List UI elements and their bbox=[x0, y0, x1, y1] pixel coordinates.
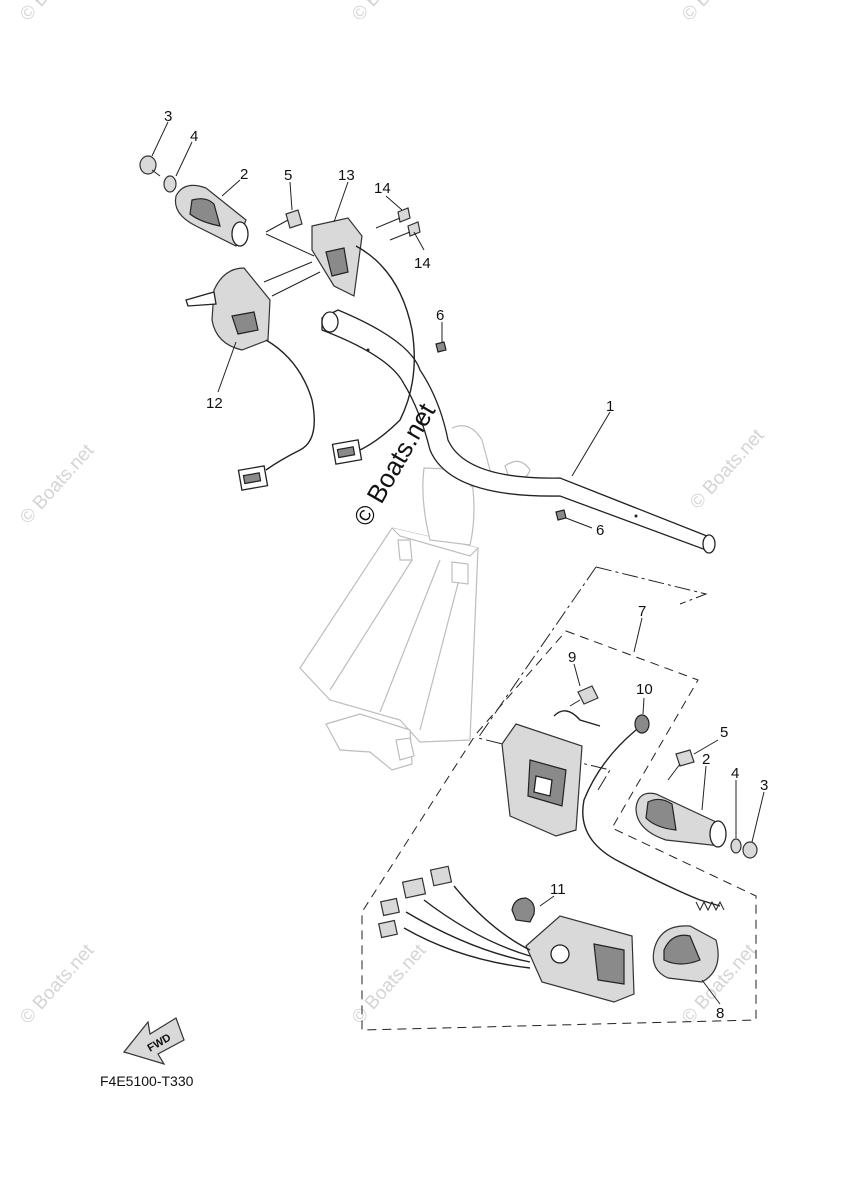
callout-9: 9 bbox=[568, 649, 576, 666]
left-connector-b bbox=[331, 439, 363, 465]
main-switch-box bbox=[525, 915, 635, 1003]
bolt-14-lower bbox=[389, 221, 421, 241]
callout-6-lower: 6 bbox=[596, 522, 604, 539]
lanyard-cord bbox=[582, 729, 721, 907]
left-switch-housing bbox=[185, 267, 271, 351]
callout-14-upper: 14 bbox=[374, 180, 391, 197]
grommet-10 bbox=[634, 714, 650, 734]
steering-column bbox=[299, 425, 531, 771]
left-connector-a bbox=[237, 465, 269, 491]
left-washer-4 bbox=[163, 175, 177, 193]
watermark-top-right: © Boats.net bbox=[678, 0, 761, 25]
callout-4-right: 4 bbox=[731, 765, 739, 782]
callout-12: 12 bbox=[206, 395, 223, 412]
watermark-mid-left: © Boats.net bbox=[16, 440, 99, 529]
callout-4-left: 4 bbox=[190, 128, 198, 145]
right-switch-housing bbox=[501, 723, 583, 837]
diagram-code: F4E5100-T330 bbox=[100, 1073, 194, 1089]
callout-labels: 3 4 2 5 13 14 14 6 12 1 6 7 9 10 5 2 4 3… bbox=[164, 108, 768, 1022]
bolt-5-right bbox=[667, 749, 695, 781]
handlebar bbox=[321, 309, 716, 554]
callout-5-left: 5 bbox=[284, 167, 292, 184]
lanyard-key-8 bbox=[652, 925, 719, 983]
callout-11: 11 bbox=[550, 881, 566, 898]
right-screw-3 bbox=[742, 841, 758, 859]
callout-7: 7 bbox=[638, 603, 646, 620]
callout-10: 10 bbox=[636, 681, 653, 698]
callout-14-lower: 14 bbox=[414, 255, 431, 272]
assembly-7-outline bbox=[361, 630, 757, 1031]
callout-2-right: 2 bbox=[702, 751, 710, 768]
switch-connectors bbox=[378, 865, 453, 939]
left-grip bbox=[174, 184, 249, 247]
leader-lines bbox=[151, 121, 765, 1005]
right-switch-lever bbox=[553, 710, 601, 727]
left-wire-a bbox=[265, 339, 315, 471]
watermark-bottom-center: © Boats.net bbox=[348, 940, 431, 1029]
right-washer-4 bbox=[730, 838, 742, 854]
clamp-13 bbox=[311, 217, 363, 297]
fwd-arrow: FWD bbox=[122, 1017, 185, 1066]
callout-3-right: 3 bbox=[760, 777, 768, 794]
left-wire-b bbox=[355, 245, 415, 451]
callout-5-right: 5 bbox=[720, 724, 728, 741]
callout-3-left: 3 bbox=[164, 108, 172, 125]
screw-9 bbox=[569, 685, 599, 707]
watermark-top-center: © Boats.net bbox=[348, 0, 431, 25]
watermarks: © Boats.net © Boats.net © Boats.net © Bo… bbox=[16, 0, 769, 1028]
screw-6-lower bbox=[555, 509, 567, 521]
watermark-mid-right: © Boats.net bbox=[686, 425, 769, 514]
callout-2-left: 2 bbox=[240, 166, 248, 183]
left-screw-3 bbox=[139, 155, 161, 177]
lanyard-coil bbox=[695, 900, 725, 912]
right-grip bbox=[635, 792, 727, 848]
bolt-5-left bbox=[265, 209, 303, 233]
callout-8: 8 bbox=[716, 1005, 724, 1022]
switch-wires bbox=[403, 885, 531, 969]
screw-6-upper bbox=[435, 341, 447, 353]
callout-1: 1 bbox=[606, 398, 614, 415]
watermark-top-left: © Boats.net bbox=[16, 0, 99, 25]
callout-6-upper: 6 bbox=[436, 307, 444, 324]
watermark-bottom-left: © Boats.net bbox=[16, 940, 99, 1029]
callout-13: 13 bbox=[338, 167, 355, 184]
cap-11 bbox=[511, 897, 535, 923]
bolt-14-upper bbox=[375, 207, 411, 229]
